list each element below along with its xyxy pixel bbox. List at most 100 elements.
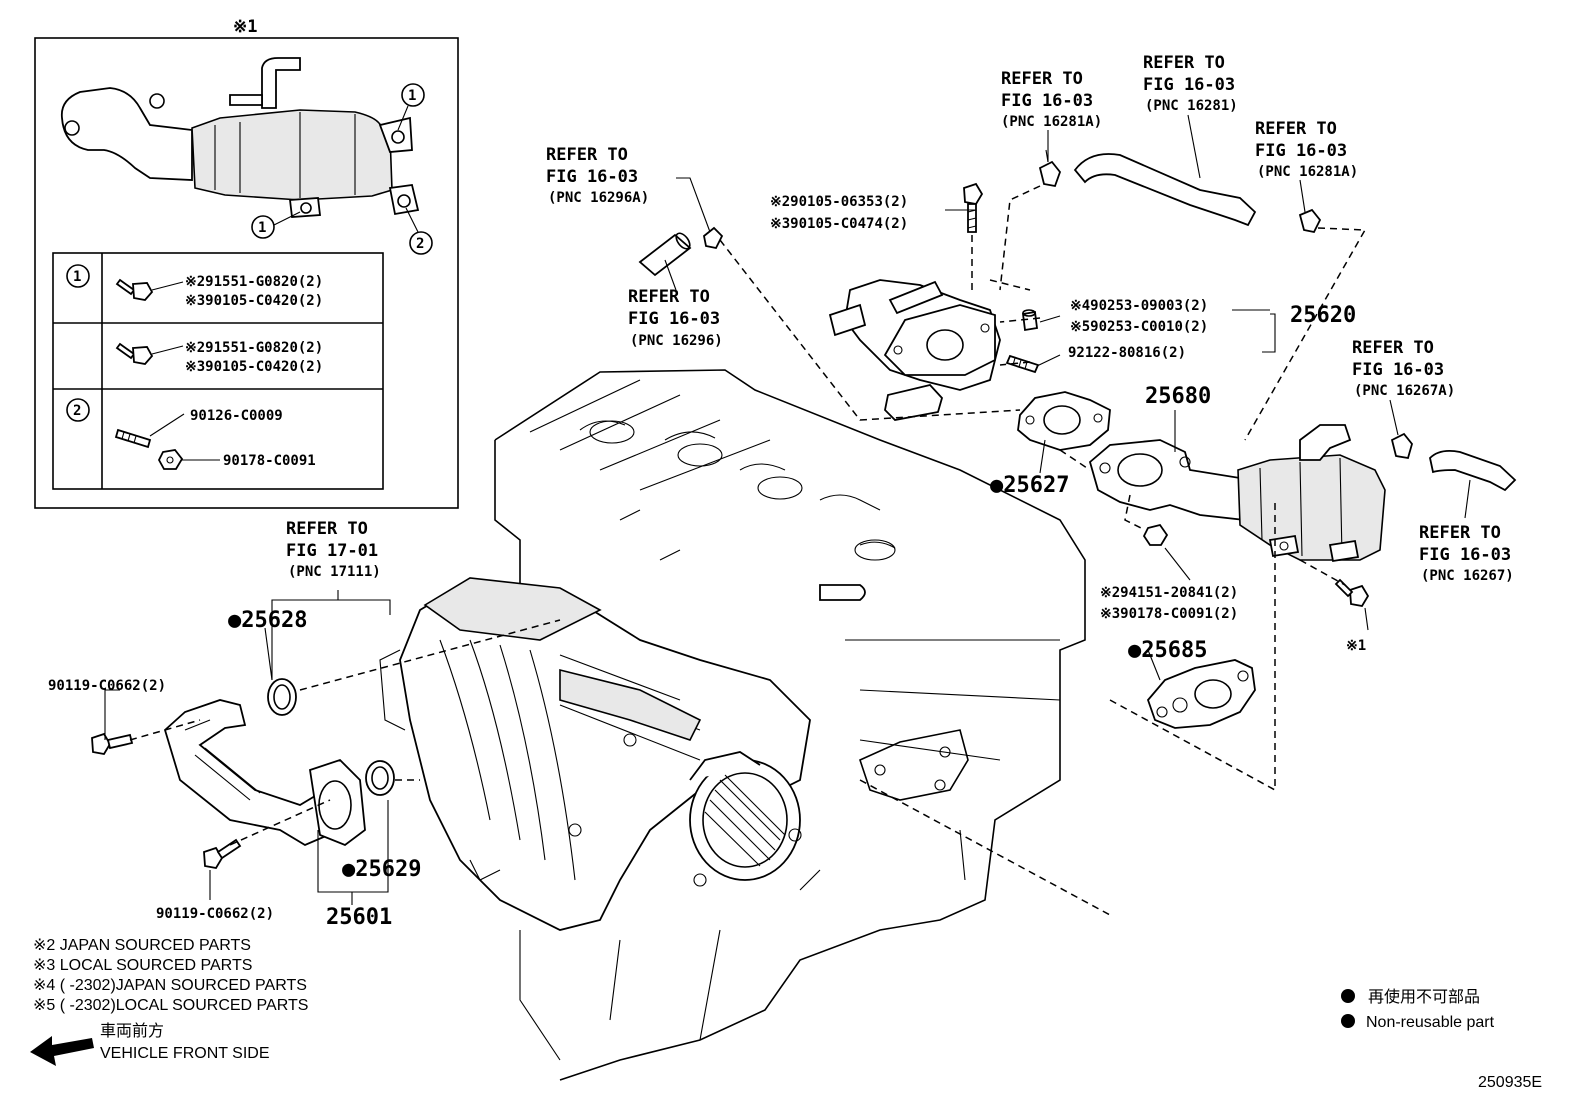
bolt-icon: [203, 838, 242, 869]
hose-16296: [638, 232, 692, 277]
svg-text:FIG 16-03: FIG 16-03: [1255, 141, 1347, 161]
svg-text:FIG 16-03: FIG 16-03: [1143, 75, 1235, 95]
svg-text:(PNC 16281): (PNC 16281): [1145, 98, 1238, 114]
svg-text:(PNC 16267A): (PNC 16267A): [1354, 383, 1455, 399]
svg-text:REFER TO: REFER TO: [546, 145, 628, 165]
inset-row1-line1: ※291551-G0820(2): [185, 274, 323, 290]
svg-text:REFER TO: REFER TO: [1255, 119, 1337, 139]
label-25628: ●25628: [228, 608, 307, 633]
inset-row1-line2: ※390105-C0420(2): [185, 293, 323, 309]
egr-cooler-inset-drawing: [60, 57, 420, 218]
egr-cooler-25680: [1088, 424, 1386, 563]
svg-text:FIG 17-01: FIG 17-01: [286, 541, 378, 561]
svg-text:VEHICLE FRONT SIDE: VEHICLE FRONT SIDE: [100, 1045, 270, 1062]
clamp-16296a: [703, 226, 724, 250]
label-nut-2: ※390178-C0091(2): [1100, 606, 1238, 622]
label-star1: ※1: [1346, 638, 1366, 654]
inset-frame: [34, 37, 459, 509]
label-25601: 25601: [326, 905, 392, 930]
label-bolt-left-bottom: 90119-C0662(2): [156, 906, 274, 922]
arrow-left-icon: [30, 1036, 94, 1066]
gasket-25628: [267, 678, 297, 716]
svg-text:(PNC 16281A): (PNC 16281A): [1257, 164, 1358, 180]
svg-text:FIG 16-03: FIG 16-03: [1001, 91, 1093, 111]
bolt-icon: [963, 182, 984, 233]
ref-16296a: REFER TO FIG 16-03 (PNC 16296A): [546, 145, 649, 206]
svg-text:(PNC 16296A): (PNC 16296A): [548, 190, 649, 206]
svg-text:FIG 16-03: FIG 16-03: [1352, 360, 1444, 380]
nut-icon: [1142, 523, 1169, 546]
egr-pipe-inlet: [163, 699, 366, 847]
vehicle-front-indicator: 車両前方 VEHICLE FRONT SIDE: [30, 1022, 270, 1066]
svg-text:REFER TO: REFER TO: [1419, 523, 1501, 543]
assembly-dash-lines: [129, 185, 1367, 916]
leader-lines: [104, 114, 1471, 905]
svg-text:FIG 16-03: FIG 16-03: [628, 309, 720, 329]
svg-text:REFER TO: REFER TO: [628, 287, 710, 307]
dot-icon: [1341, 989, 1355, 1003]
ref-17111: REFER TO FIG 17-01 (PNC 17111): [286, 519, 381, 580]
svg-text:REFER TO: REFER TO: [1001, 69, 1083, 89]
ref-16267: REFER TO FIG 16-03 (PNC 16267): [1419, 523, 1514, 584]
svg-text:REFER TO: REFER TO: [286, 519, 368, 539]
svg-text:1: 1: [408, 88, 416, 104]
inset-callout-1a: 1: [397, 83, 425, 131]
bolt-icon: [1334, 578, 1370, 607]
ref-16281a-left: REFER TO FIG 16-03 (PNC 16281A): [1001, 69, 1102, 130]
nut-icon: [157, 449, 184, 470]
legend: 再使用不可部品 Non-reusable part: [1341, 988, 1495, 1031]
svg-text:※4 ( -2302)JAPAN SOURCED: ※4 ( -2302)JAPAN SOURCED PARTS: [33, 977, 307, 994]
svg-text:2: 2: [416, 236, 424, 252]
bushing-icon: [1021, 309, 1039, 332]
ref-16267a: REFER TO FIG 16-03 (PNC 16267A): [1352, 338, 1455, 399]
svg-text:(PNC 17111): (PNC 17111): [288, 564, 381, 580]
label-25629: ●25629: [342, 857, 421, 882]
svg-text:(PNC 16296): (PNC 16296): [630, 333, 723, 349]
svg-text:2: 2: [73, 403, 81, 419]
inset-panel: ※1 1 1: [34, 17, 459, 509]
label-25685: ●25685: [1128, 638, 1207, 663]
svg-text:車両前方: 車両前方: [100, 1022, 164, 1040]
ref-16281: REFER TO FIG 16-03 (PNC 16281): [1143, 53, 1238, 114]
clamp-16281a-right: [1298, 208, 1322, 234]
label-bolt-left-top: 90119-C0662(2): [48, 678, 166, 694]
bolt-icon: [115, 342, 154, 365]
gasket-25629: [365, 760, 395, 796]
inset-callout-1b: 1: [251, 211, 301, 239]
label-bolt-top-1: ※290105-06353(2): [770, 194, 908, 210]
inset-row2-line2: ※390105-C0420(2): [185, 359, 323, 375]
svg-text:FIG 16-03: FIG 16-03: [546, 167, 638, 187]
label-25627: ●25627: [990, 473, 1069, 498]
inset-row2-line1: ※291551-G0820(2): [185, 340, 323, 356]
svg-text:REFER TO: REFER TO: [1352, 338, 1434, 358]
svg-text:※2 JAPAN SOURCED PARTS: ※2 JAPAN SOURCED PARTS: [33, 937, 251, 954]
label-valve-3: 92122-80816(2): [1068, 345, 1186, 361]
throttle-body: [568, 733, 802, 887]
inset-row2-line4: 90178-C0091: [223, 453, 316, 469]
bolt-icon: [91, 732, 134, 755]
figure-code: 250935E: [1478, 1074, 1542, 1091]
gasket-25627: [1017, 391, 1111, 451]
ref-16296: REFER TO FIG 16-03 (PNC 16296): [628, 287, 723, 349]
svg-text:REFER TO: REFER TO: [1143, 53, 1225, 73]
label-valve-1: ※490253-09003(2): [1070, 298, 1208, 314]
gasket-25685: [1146, 659, 1256, 729]
label-25680: 25680: [1145, 384, 1211, 409]
hose-16281: [1073, 153, 1257, 227]
svg-text:1: 1: [258, 220, 266, 236]
intake-manifold-25601: [379, 577, 811, 931]
svg-text:再使用不可部品: 再使用不可部品: [1368, 988, 1480, 1006]
svg-text:(PNC 16267): (PNC 16267): [1421, 568, 1514, 584]
svg-text:※3 LOCAL SOURCED PARTS: ※3 LOCAL SOURCED PARTS: [33, 957, 252, 974]
label-25620: 25620: [1290, 303, 1356, 328]
source-notes: ※2 JAPAN SOURCED PARTS ※3 LOCAL SOURCED …: [33, 937, 308, 1014]
svg-text:(PNC 16281A): (PNC 16281A): [1001, 114, 1102, 130]
label-valve-2: ※590253-C0010(2): [1070, 319, 1208, 335]
inset-marker: ※1: [233, 17, 257, 37]
inset-fastener-table: 1 2 ※291551-G0820(: [52, 252, 384, 490]
label-bolt-top-2: ※390105-C0474(2): [770, 216, 908, 232]
dot-icon: [1341, 1014, 1355, 1028]
svg-text:FIG 16-03: FIG 16-03: [1419, 545, 1511, 565]
clamp-16281a-left: [1038, 149, 1062, 188]
